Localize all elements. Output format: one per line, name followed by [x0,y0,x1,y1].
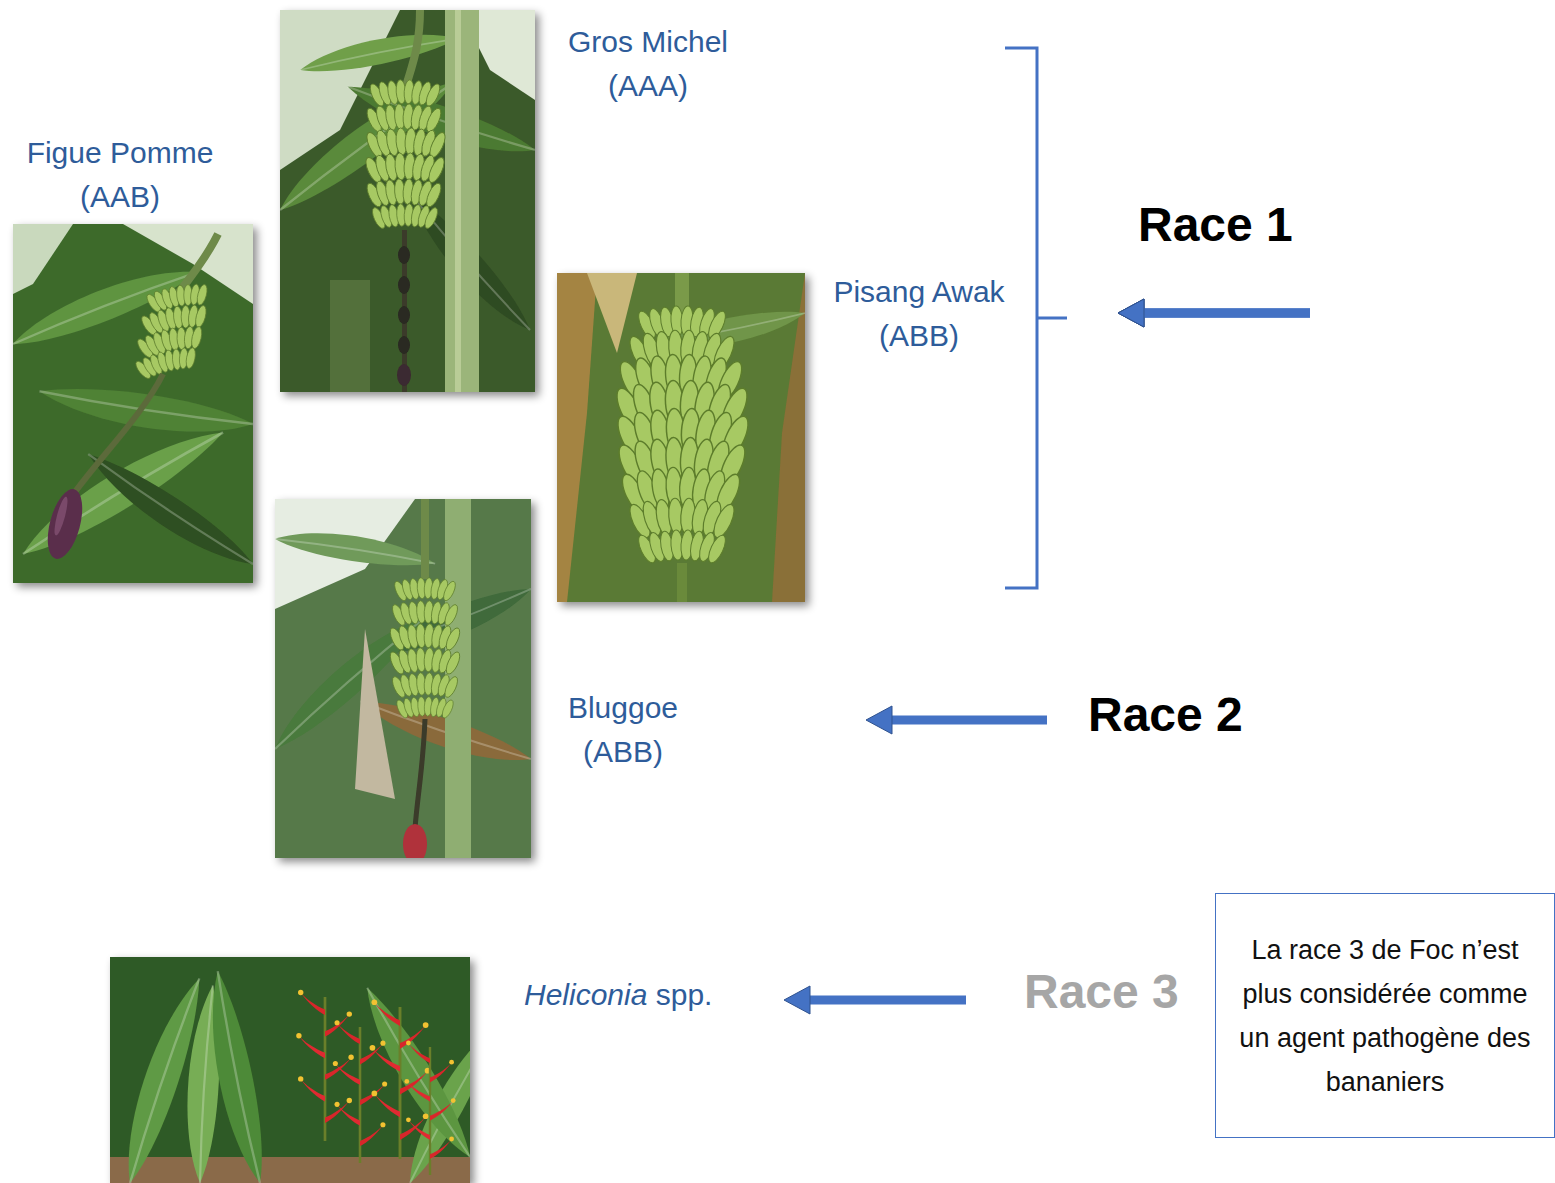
group-bracket [1005,48,1067,588]
cultivar-caption: Bluggoe (ABB) [548,686,698,774]
banana-photo [262,499,538,864]
banana-photo [557,273,808,602]
race-arrow [1144,309,1310,318]
race-arrow [892,716,1047,725]
photo-frame: Pisang Awak (ABB) [557,273,805,602]
race-label-box: Race 3 [966,963,1190,1021]
photo-frame: Gros Michel (AAA) [280,10,535,392]
photo-frame: Heliconia spp. [110,957,784,1183]
race-label: Race 2 [1088,686,1243,744]
banana-photo [6,224,259,583]
cultivar-caption: Heliconia spp. [524,973,712,1017]
cultivar-caption: Pisang Awak (ABB) [814,270,1024,358]
race-arrow [1144,309,1310,318]
race-arrow [810,996,966,1005]
race-label-box: Race 1 [1110,196,1310,316]
race-label: Race 3 [1024,963,1179,1021]
photo-frame: Figue Pomme (AAB) [13,224,253,583]
cultivar-caption: Gros Michel (AAA) [543,20,753,108]
cultivar-caption: Figue Pomme (AAB) [15,131,225,219]
note-box: La race 3 de Foc n’est plus considérée c… [1215,893,1555,1138]
race-label-box: Race 2 [1047,686,1254,744]
banana-photo [267,10,538,392]
race-label: Race 1 [1138,196,1293,254]
race-arrow [1144,309,1310,318]
photo-frame: Bluggoe (ABB) [275,499,866,858]
heliconia-photo [109,957,508,1183]
note-text: La race 3 de Foc n’est plus considérée c… [1226,928,1544,1104]
